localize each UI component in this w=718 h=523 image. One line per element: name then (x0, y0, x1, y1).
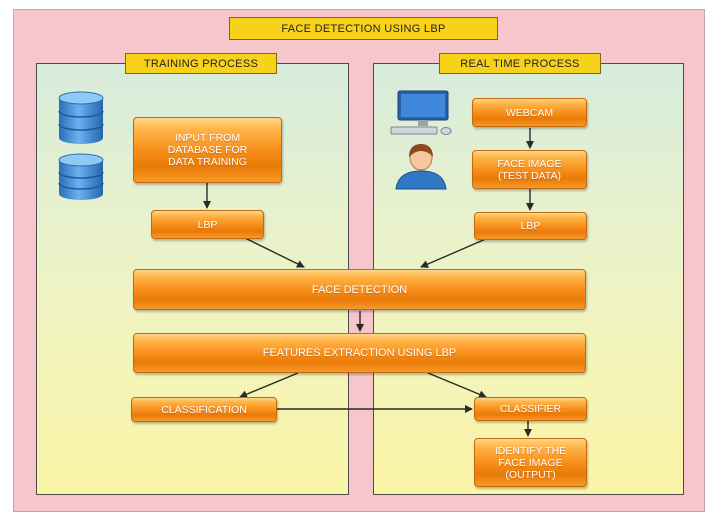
classifier-box: CLASSIFIER (474, 397, 587, 421)
diagram-title: FACE DETECTION USING LBP (229, 17, 498, 40)
realtime-lbp-box: LBP (474, 212, 587, 240)
training-lbp-box: LBP (151, 210, 264, 239)
face-image-test-box: FACE IMAGE (TEST DATA) (472, 150, 587, 189)
computer-icon (390, 90, 452, 135)
classification-box: CLASSIFICATION (131, 397, 277, 422)
training-header: TRAINING PROCESS (125, 53, 277, 74)
identify-output-box: IDENTIFY THE FACE IMAGE (OUTPUT) (474, 438, 587, 487)
realtime-header: REAL TIME PROCESS (439, 53, 601, 74)
webcam-box: WEBCAM (472, 98, 587, 127)
user-icon (395, 144, 447, 190)
database-icon (58, 91, 104, 144)
face-detection-box: FACE DETECTION (133, 269, 586, 310)
features-extraction-box: FEATURES EXTRACTION USING LBP (133, 333, 586, 373)
input-database-box: INPUT FROM DATABASE FOR DATA TRAINING (133, 117, 282, 183)
database-icon (58, 153, 104, 200)
